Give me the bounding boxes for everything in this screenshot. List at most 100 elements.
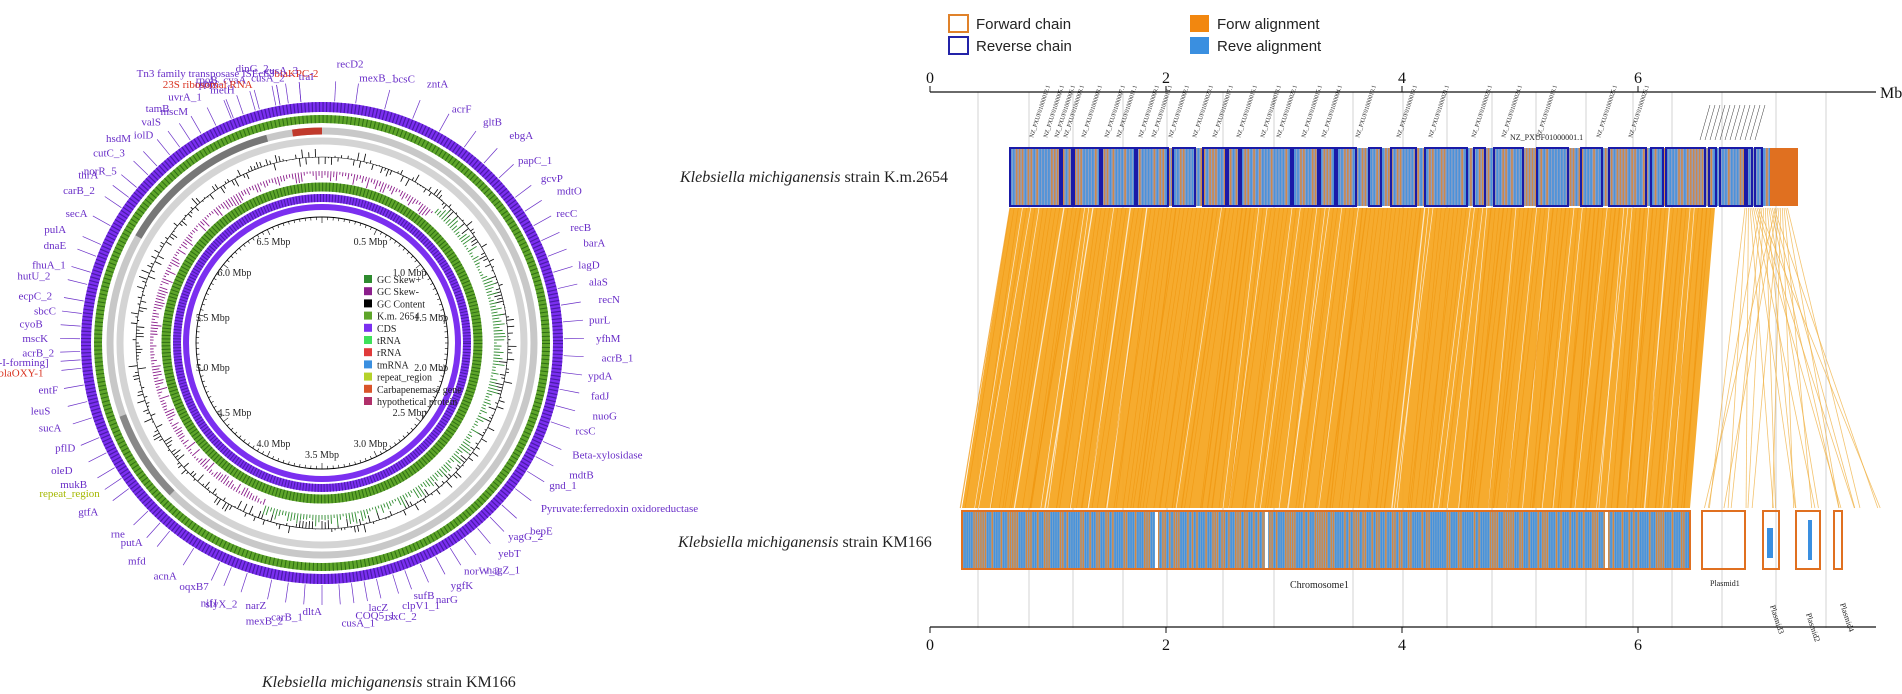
- gc-content-bar: [494, 282, 498, 284]
- gene-leader-line: [276, 84, 281, 105]
- top-alignment-stripe: [1517, 148, 1519, 206]
- gc-content-bar: [352, 159, 355, 166]
- gc-skew-bar: [493, 357, 503, 360]
- gene-label: acrF: [452, 104, 472, 116]
- chromosome-alignment-stripe: [1594, 511, 1596, 569]
- alignment-link: [1174, 207, 1218, 509]
- scale-tick: [226, 423, 230, 427]
- top-alignment-stripe: [1411, 148, 1414, 206]
- gene-leader-line: [82, 236, 102, 245]
- gc-content-bar: [359, 518, 362, 526]
- top-contig-block: [1493, 147, 1524, 207]
- chromosome-alignment-stripe: [1562, 511, 1564, 569]
- scale-ring: [195, 216, 449, 470]
- gc-skew-bar: [477, 415, 487, 421]
- chromosome-alignment-stripe: [1528, 511, 1530, 569]
- chromosome-alignment-stripe: [1173, 511, 1175, 569]
- gc-content-bar: [178, 464, 182, 469]
- chromosome-alignment-stripe: [1662, 511, 1665, 569]
- gc-content-bar: [475, 442, 479, 445]
- chromosome-alignment-stripe: [1453, 511, 1455, 569]
- gc-skew-bar: [171, 422, 179, 427]
- top-alignment-stripe: [1056, 148, 1059, 206]
- scale-tick: [421, 268, 425, 271]
- chromosome-alignment-stripe: [1091, 511, 1094, 569]
- gc-content-bar: [141, 269, 150, 274]
- gene-leader-line: [435, 556, 446, 575]
- gc-skew-bar: [171, 259, 180, 265]
- gc-content-bar: [481, 438, 488, 443]
- top-alignment-stripe: [1174, 148, 1176, 206]
- gene-label: cutC_3: [93, 148, 125, 160]
- alignment-link: [1304, 207, 1347, 509]
- top-alignment-stripe: [1150, 148, 1153, 206]
- gene-label: pulA: [44, 224, 66, 236]
- alignment-links: [959, 207, 1881, 509]
- top-alignment-stripe: [1388, 148, 1390, 206]
- chromosome-alignment-stripe: [1269, 511, 1271, 569]
- gc-skew-bar: [246, 188, 251, 196]
- gc-content-bar: [160, 241, 165, 245]
- gc-content-bar: [202, 483, 205, 486]
- chromosome-alignment-stripe: [1482, 511, 1485, 569]
- scale-tick: [299, 218, 301, 223]
- top-alignment-stripe: [1461, 148, 1463, 206]
- gene-label: carB_1: [271, 611, 303, 623]
- top-alignment-stripe: [1130, 148, 1132, 206]
- gene-label: alaS: [589, 276, 608, 288]
- top-alignment-stripe: [1080, 148, 1082, 206]
- top-contig-block: [1390, 147, 1417, 207]
- top-alignment-stripe: [1294, 148, 1296, 206]
- legend-label: GC Skew-: [377, 287, 419, 298]
- gc-skew-bar: [165, 411, 175, 417]
- gc-skew-bar: [169, 261, 179, 268]
- chromosome-alignment-stripe: [1130, 511, 1132, 569]
- gene-leader-line: [338, 584, 341, 605]
- alignment-link: [1069, 207, 1115, 509]
- gc-skew-bar: [447, 459, 451, 464]
- chromosome-alignment-stripe: [964, 511, 966, 569]
- top-alignment-stripe: [1206, 148, 1208, 206]
- top-alignment-stripe: [1012, 148, 1015, 206]
- alignment-link: [1056, 207, 1098, 509]
- gene-leader-line: [542, 441, 562, 450]
- gene-label: clpV1_1: [402, 600, 440, 612]
- gc-skew-bar: [368, 508, 371, 512]
- top-alignment-stripe: [1352, 148, 1355, 206]
- gc-content-bar: [261, 513, 264, 519]
- gc-skew-bar: [168, 264, 172, 267]
- chromosome-alignment-stripe: [1676, 511, 1678, 569]
- gc-skew-bar: [487, 292, 498, 297]
- chromosome-alignment-stripe: [1209, 511, 1212, 569]
- alignment-link: [1366, 207, 1401, 509]
- chromosome-alignment-stripe: [1180, 511, 1182, 569]
- chromosome-alignment-stripe: [1103, 511, 1105, 569]
- gene-leader-line: [563, 319, 584, 323]
- chromosome-alignment-stripe: [1394, 511, 1396, 569]
- gc-skew-bar: [482, 404, 487, 407]
- scale-tick: [442, 320, 447, 322]
- chromosome-alignment-stripe: [1037, 511, 1039, 569]
- gene-leader-line: [72, 417, 92, 425]
- top-alignment-stripe: [1739, 148, 1742, 206]
- top-alignment-stripe: [1341, 148, 1343, 206]
- gene-label: mexB_1: [359, 73, 396, 85]
- gc-content-bar: [187, 213, 193, 218]
- gc-skew-bar: [204, 216, 208, 220]
- gene-label: blaOXY-1: [0, 367, 44, 379]
- top-contig-block: [1073, 147, 1101, 207]
- scale-tick: [267, 229, 271, 236]
- gene-leader-line: [559, 388, 580, 394]
- scale-tick: [440, 375, 444, 377]
- chromosome-alignment-stripe: [1558, 511, 1560, 569]
- chromosome-alignment-stripe: [1073, 511, 1075, 569]
- legend-swatch: [364, 323, 372, 332]
- alignment-link: [1013, 207, 1065, 509]
- gc-content-bar: [234, 178, 240, 187]
- top-alignment-stripe: [1678, 148, 1680, 206]
- chromosome-alignment-stripe: [1628, 511, 1630, 569]
- gene-leader-line: [104, 196, 122, 208]
- top-alignment-stripe: [1669, 148, 1672, 206]
- gc-skew-bar: [484, 398, 491, 402]
- top-alignment-stripe: [1036, 148, 1038, 206]
